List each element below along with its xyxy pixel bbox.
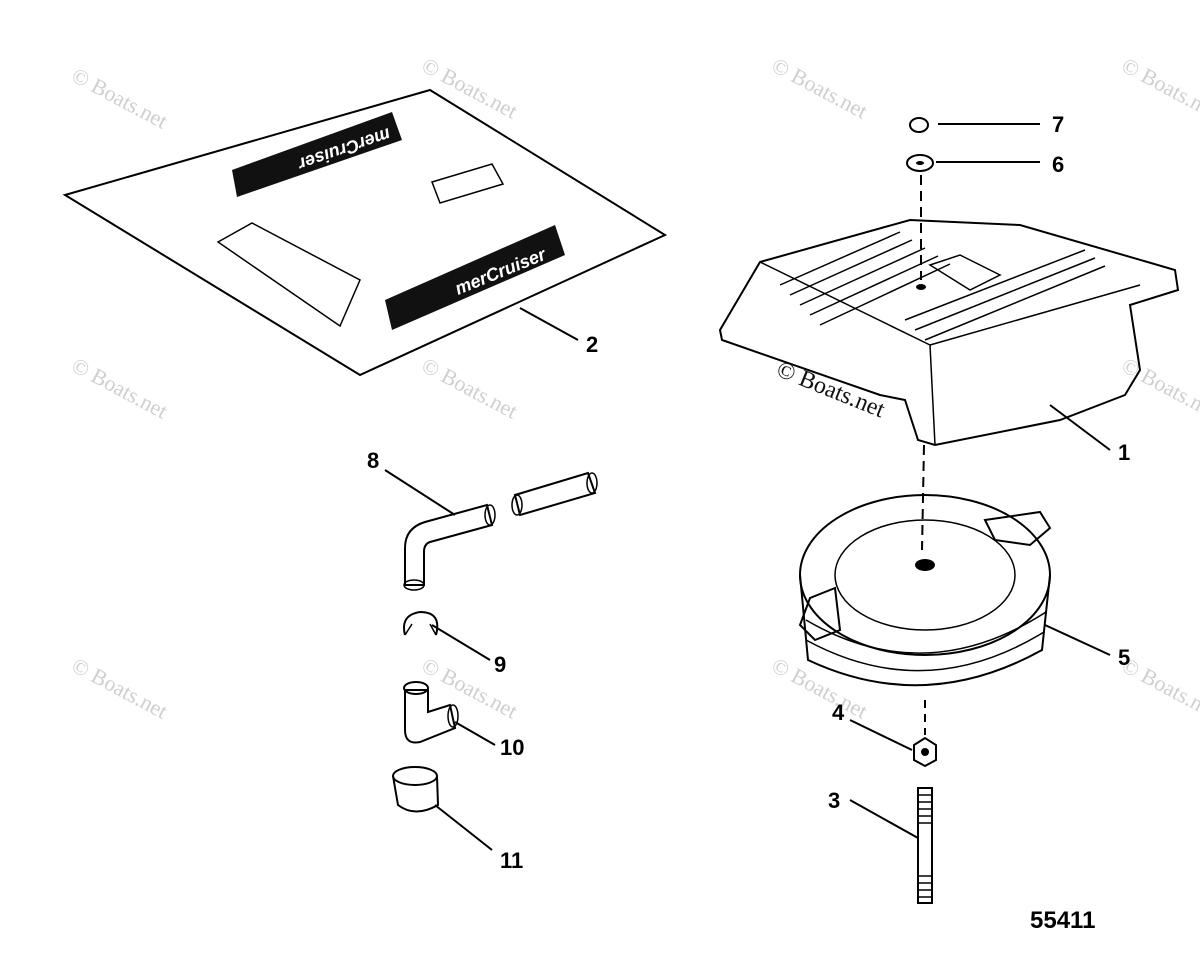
hose (403, 471, 598, 591)
callout-10: 10 (500, 735, 524, 760)
assembly-axis-middle (921, 444, 925, 551)
flame-arrestor-cover (718, 218, 1180, 447)
callouts: 7 6 1 5 4 3 2 8 9 10 11 (367, 112, 1130, 873)
watermark: © Boats.net (1118, 52, 1200, 123)
figure-number: 55411 (1030, 907, 1095, 934)
callout-2: 2 (586, 332, 598, 357)
elbow-fitting (403, 681, 459, 744)
hex-nut (913, 736, 937, 768)
grommet (392, 766, 440, 813)
callout-6: 6 (1052, 152, 1064, 177)
flame-arrestor (798, 494, 1052, 687)
leader-lines (384, 123, 1111, 851)
hose-clamp (403, 610, 439, 636)
watermark-layer: © Boats.net © Boats.net © Boats.net © Bo… (68, 52, 1200, 723)
callout-8: 8 (367, 448, 379, 473)
watermark: © Boats.net (418, 52, 522, 123)
watermark: © Boats.net (68, 352, 172, 423)
decal-sheet: merCruiser merCruiser (62, 88, 668, 377)
watermark: © Boats.net (768, 52, 872, 123)
callout-11: 11 (500, 848, 523, 873)
callout-9: 9 (494, 652, 506, 677)
callout-5: 5 (1118, 645, 1130, 670)
callout-7: 7 (1052, 112, 1064, 137)
watermark: © Boats.net (768, 652, 872, 723)
watermark: © Boats.net (68, 62, 172, 133)
stud (917, 787, 933, 904)
wing-nut-and-washer (906, 117, 934, 172)
callout-1: 1 (1118, 440, 1130, 465)
watermark: © Boats.net (68, 652, 172, 723)
callout-4: 4 (832, 700, 845, 725)
watermark: © Boats.net (418, 352, 522, 423)
watermark-dark: © Boats.net (773, 356, 889, 423)
callout-3: 3 (828, 788, 840, 813)
